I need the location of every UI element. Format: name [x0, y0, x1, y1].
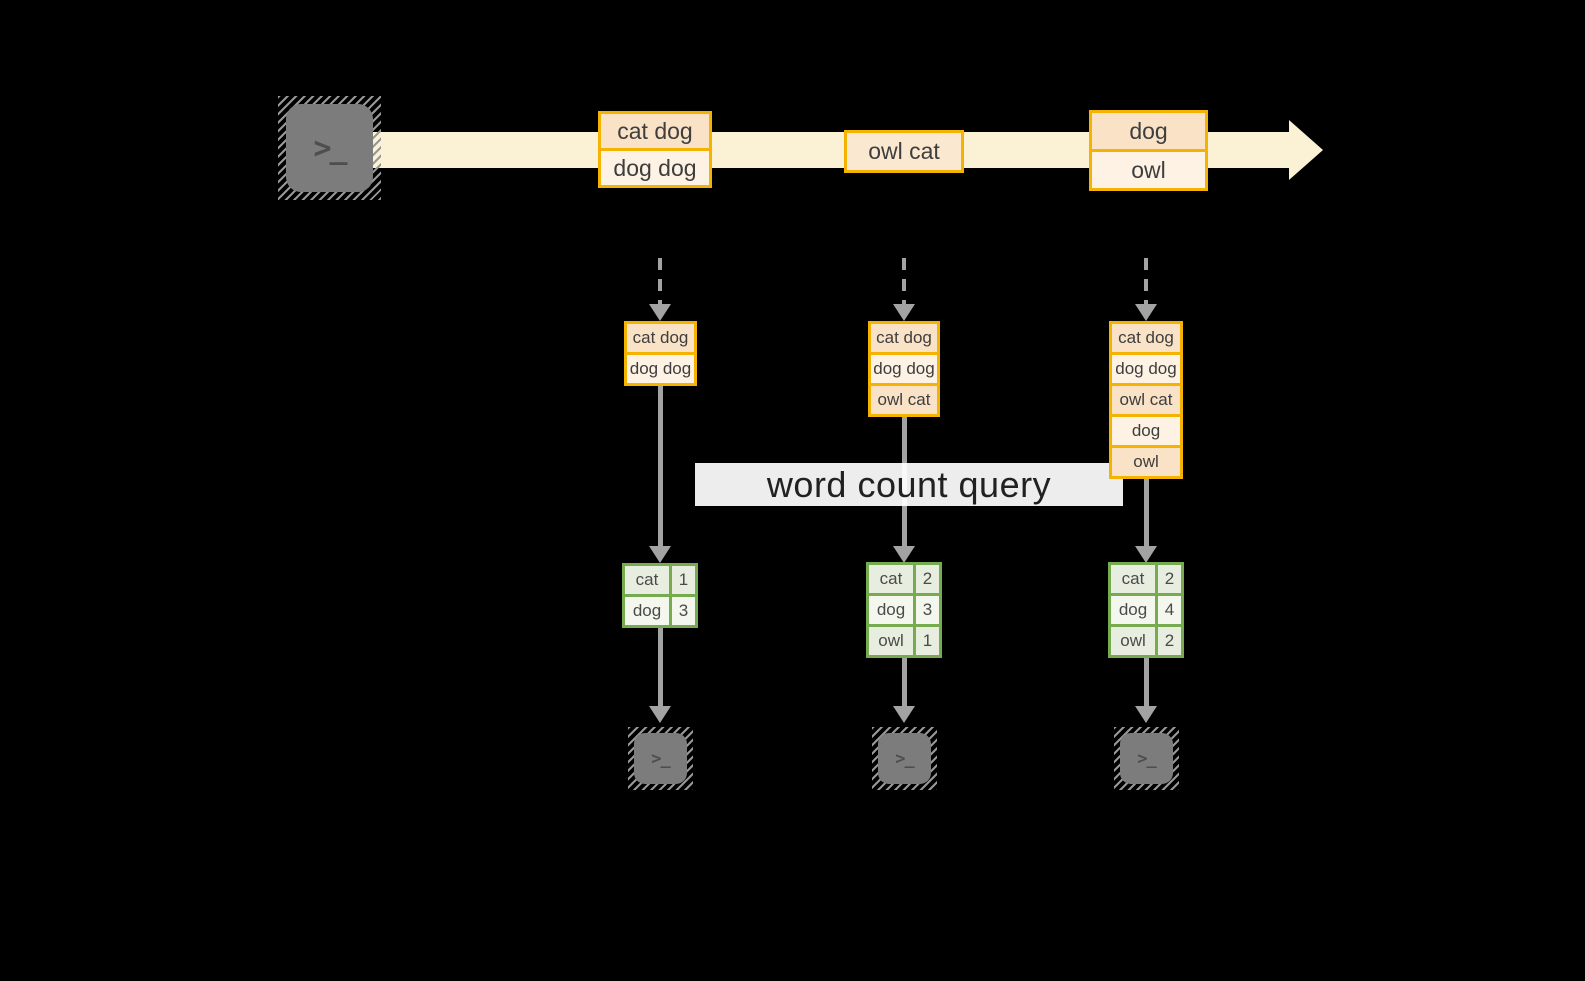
buffer-line: owl cat [871, 383, 937, 414]
query-label: word count query [766, 463, 1052, 505]
terminal-prompt-icon: >_ [313, 130, 347, 166]
sink-arrow-head-icon [649, 706, 671, 723]
stream-event-line: owl [1092, 149, 1205, 188]
dashed-arrow-head-icon [893, 304, 915, 321]
terminal-screen: >_ [286, 104, 373, 192]
count-value: 1 [916, 627, 939, 655]
stream-event-box-2: owl cat [844, 130, 964, 173]
count-table-2: cat 2 dog 3 owl 1 [866, 562, 942, 658]
sink-arrow-head-icon [1135, 706, 1157, 723]
count-table-3: cat 2 dog 4 owl 2 [1108, 562, 1184, 658]
query-label-box: word count query [695, 463, 1123, 506]
count-word: owl [1111, 627, 1155, 655]
count-value: 2 [1158, 565, 1181, 593]
stream-arrow-head-icon [1289, 120, 1323, 180]
buffer-line: dog dog [627, 352, 694, 383]
buffer-line: dog dog [1112, 352, 1180, 383]
query-arrow-head-icon [1135, 546, 1157, 563]
buffer-line: cat dog [1112, 324, 1180, 352]
count-word: cat [869, 565, 913, 593]
count-table-1: cat 1 dog 3 [622, 563, 698, 628]
count-word: cat [1111, 565, 1155, 593]
stream-event-box-3: dog owl [1089, 110, 1208, 191]
count-value: 2 [916, 565, 939, 593]
buffer-line: cat dog [627, 324, 694, 352]
query-arrow-line [658, 386, 663, 546]
count-word: dog [625, 597, 669, 625]
source-terminal-icon: >_ [278, 96, 381, 200]
terminal-screen: >_ [878, 733, 931, 784]
stream-event-line: cat dog [601, 114, 709, 148]
sink-arrow-line [902, 658, 907, 706]
sink-terminal-icon-1: >_ [628, 727, 693, 790]
buffer-box-3: cat dog dog dog owl cat dog owl [1109, 321, 1183, 479]
dashed-arrow-head-icon [1135, 304, 1157, 321]
query-arrow-head-icon [649, 546, 671, 563]
stream-event-line: dog dog [601, 148, 709, 185]
sink-arrow-line [1144, 658, 1149, 706]
buffer-box-2: cat dog dog dog owl cat [868, 321, 940, 417]
stream-event-line: dog [1092, 113, 1205, 149]
dashed-arrow-line [658, 258, 662, 304]
terminal-screen: >_ [634, 733, 687, 784]
count-word: cat [625, 566, 669, 594]
sink-arrow-line [658, 628, 663, 706]
count-value: 3 [672, 597, 695, 625]
terminal-prompt-icon: >_ [895, 748, 915, 769]
query-arrow-line [1144, 479, 1149, 546]
count-value: 1 [672, 566, 695, 594]
stream-event-box-1: cat dog dog dog [598, 111, 712, 188]
stream-event-line: owl cat [847, 133, 961, 170]
query-arrow-head-icon [893, 546, 915, 563]
count-value: 3 [916, 596, 939, 624]
dashed-arrow-head-icon [649, 304, 671, 321]
buffer-line: owl cat [1112, 383, 1180, 414]
terminal-prompt-icon: >_ [1137, 748, 1157, 769]
terminal-screen: >_ [1120, 733, 1173, 784]
terminal-prompt-icon: >_ [651, 748, 671, 769]
count-word: dog [1111, 596, 1155, 624]
buffer-box-1: cat dog dog dog [624, 321, 697, 386]
sink-arrow-head-icon [893, 706, 915, 723]
buffer-line: cat dog [871, 324, 937, 352]
buffer-line: owl [1112, 445, 1180, 476]
buffer-line: dog dog [871, 352, 937, 383]
sink-terminal-icon-2: >_ [872, 727, 937, 790]
count-word: owl [869, 627, 913, 655]
count-value: 2 [1158, 627, 1181, 655]
dashed-arrow-line [1144, 258, 1148, 304]
dashed-arrow-line [902, 258, 906, 304]
buffer-line: dog [1112, 414, 1180, 445]
count-value: 4 [1158, 596, 1181, 624]
sink-terminal-icon-3: >_ [1114, 727, 1179, 790]
count-word: dog [869, 596, 913, 624]
